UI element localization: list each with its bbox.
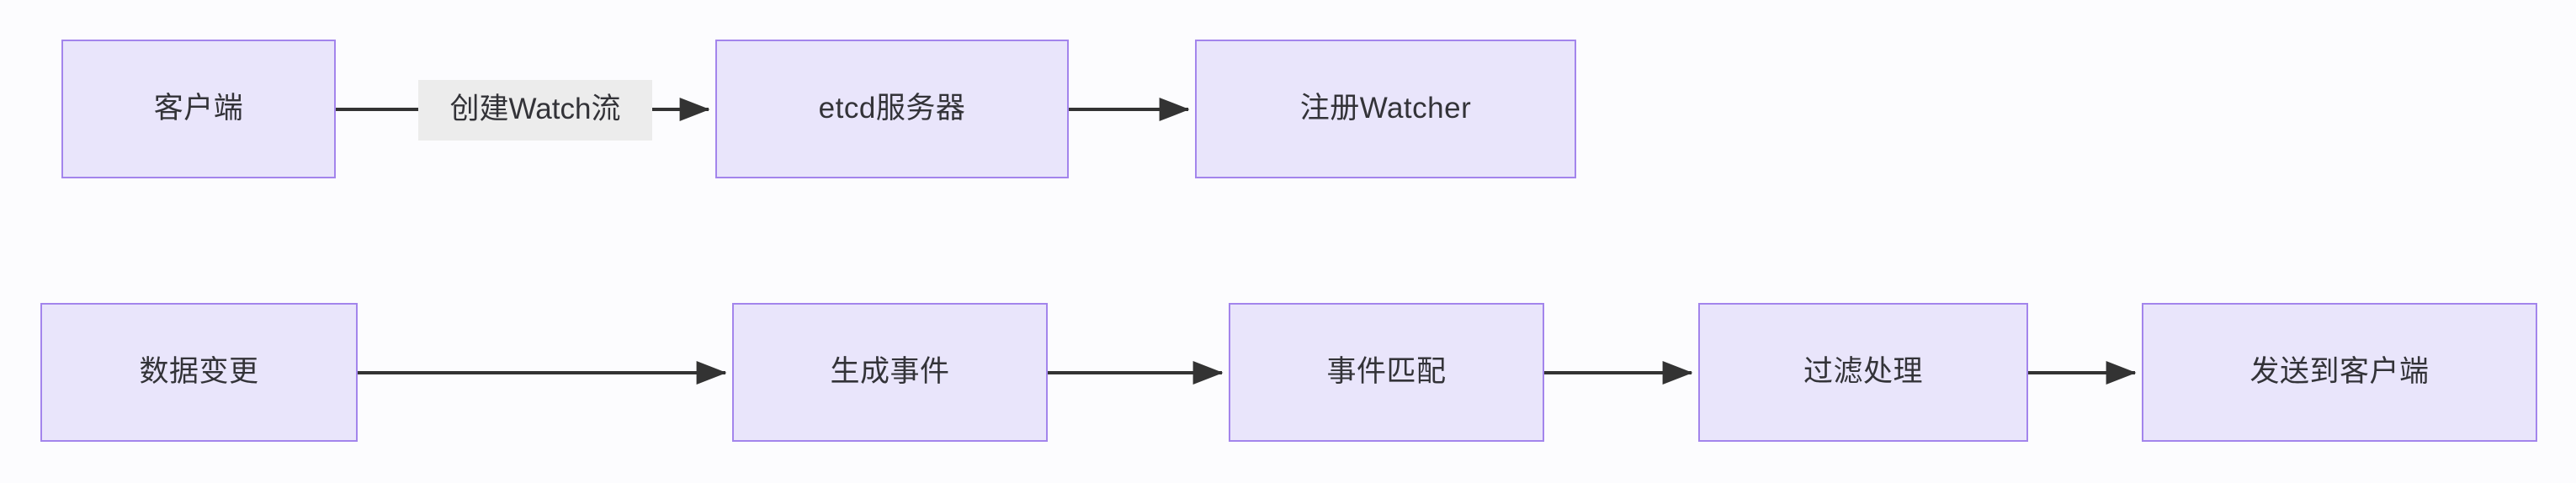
- node-filter-process-label: 过滤处理: [1803, 355, 1923, 389]
- node-send-to-client-label: 发送到客户端: [2249, 355, 2430, 389]
- node-generate-event-label: 生成事件: [830, 355, 950, 389]
- edge-label-create-watch-stream: 创建Watch流: [418, 80, 652, 141]
- edge-label-create-watch-stream-text: 创建Watch流: [449, 92, 621, 125]
- node-data-change-label: 数据变更: [139, 355, 259, 389]
- node-event-match-label: 事件匹配: [1326, 355, 1447, 389]
- node-generate-event[interactable]: 生成事件: [732, 303, 1048, 442]
- node-data-change[interactable]: 数据变更: [40, 303, 358, 442]
- node-event-match[interactable]: 事件匹配: [1229, 303, 1544, 442]
- node-etcd-server[interactable]: etcd服务器: [715, 40, 1069, 178]
- node-client-label: 客户端: [153, 92, 244, 125]
- node-filter-process[interactable]: 过滤处理: [1698, 303, 2028, 442]
- node-register-watcher-label: 注册Watcher: [1299, 92, 1472, 125]
- node-send-to-client[interactable]: 发送到客户端: [2142, 303, 2537, 442]
- node-register-watcher[interactable]: 注册Watcher: [1195, 40, 1576, 178]
- node-client[interactable]: 客户端: [61, 40, 336, 178]
- node-etcd-server-label: etcd服务器: [818, 92, 966, 125]
